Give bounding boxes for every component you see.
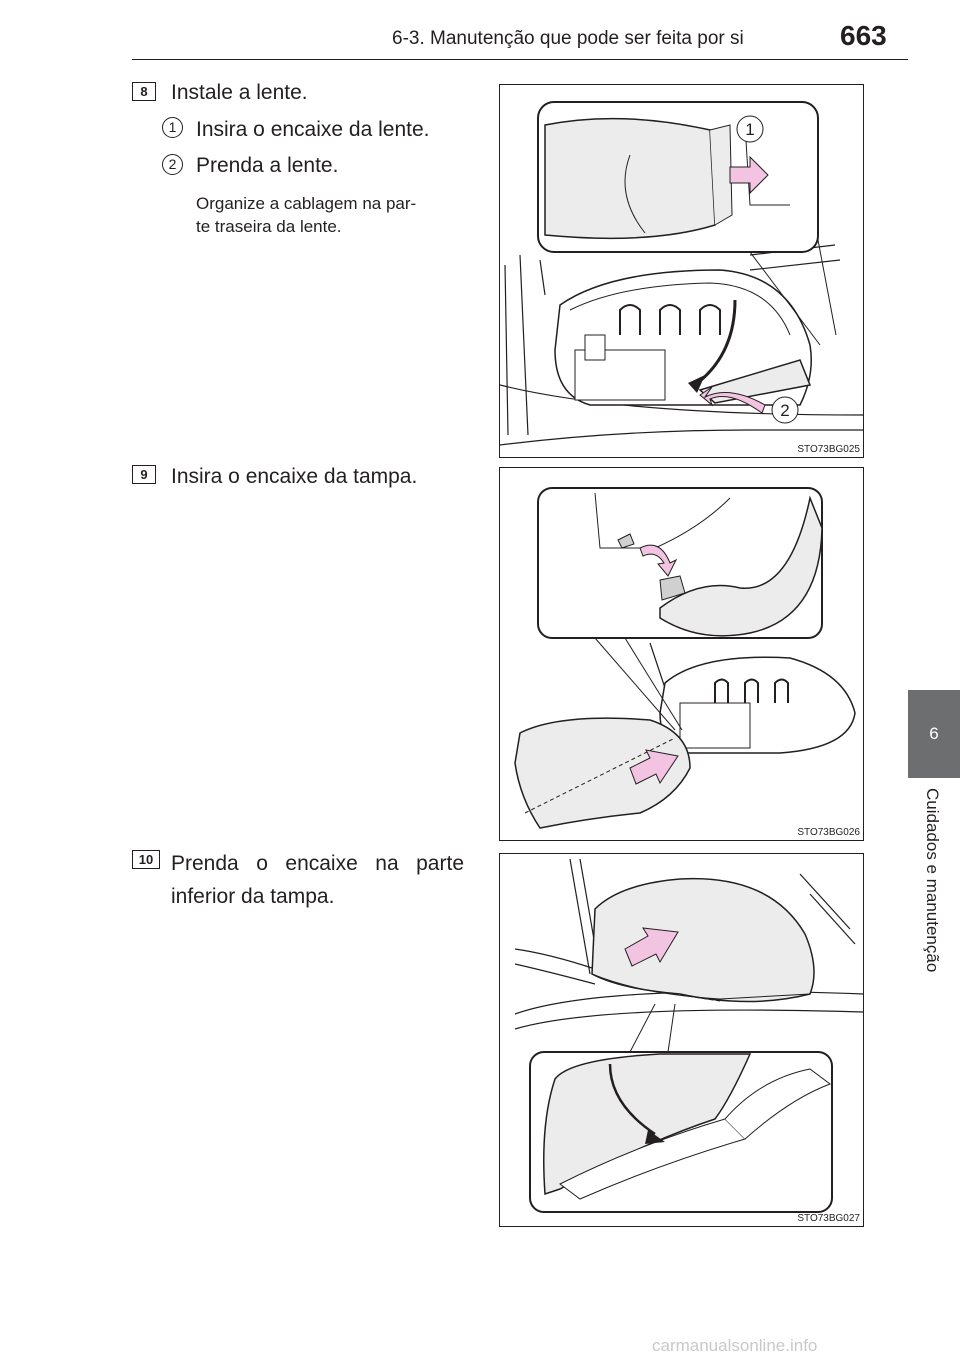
figure-lens-install: 1 2 STO73BG025 (499, 84, 864, 458)
step-title-line: inferior da tampa. (171, 885, 335, 908)
chapter-tab: 6 (908, 690, 960, 778)
figure-code: STO73BG026 (797, 827, 860, 838)
figure-callout-2: 2 (780, 401, 789, 420)
substep-marker: 2 (162, 154, 183, 175)
figure-callout-1: 1 (745, 120, 754, 139)
step-title: Insira o encaixe da tampa. (171, 465, 418, 488)
figure-code: STO73BG025 (797, 444, 860, 455)
chapter-number: 6 (929, 724, 939, 743)
step-title-line: Prenda o encaixe na parte (171, 852, 464, 875)
figure-code: STO73BG027 (797, 1213, 860, 1224)
step-number-badge: 9 (132, 465, 156, 484)
step-note-line: te traseira da lente. (196, 217, 342, 236)
section-header: 6-3. Manutenção que pode ser feita por s… (392, 28, 744, 49)
step-note-line: Organize a cablagem na par- (196, 194, 417, 213)
lens-install-illustration: 1 2 (500, 101, 863, 446)
substep-text: Prenda a lente. (196, 154, 339, 177)
step-title: Instale a lente. (171, 81, 308, 104)
chapter-title: Cuidados e manutenção (923, 788, 942, 973)
watermark: carmanualsonline.info (652, 1336, 818, 1355)
page-number: 663 (840, 20, 887, 51)
cover-insert-illustration (514, 487, 856, 829)
figure-cover-insert: STO73BG026 (499, 467, 864, 841)
substep-marker: 1 (162, 117, 183, 138)
chapter-title-vertical: Cuidados e manutenção (908, 788, 960, 1028)
substep-text: Insira o encaixe da lente. (196, 118, 430, 141)
header-rule (132, 59, 908, 60)
figure-cover-clip: STO73BG027 (499, 853, 864, 1227)
step-number-badge: 10 (132, 850, 160, 869)
cover-clip-illustration (514, 858, 863, 1213)
step-number-badge: 8 (132, 82, 156, 101)
